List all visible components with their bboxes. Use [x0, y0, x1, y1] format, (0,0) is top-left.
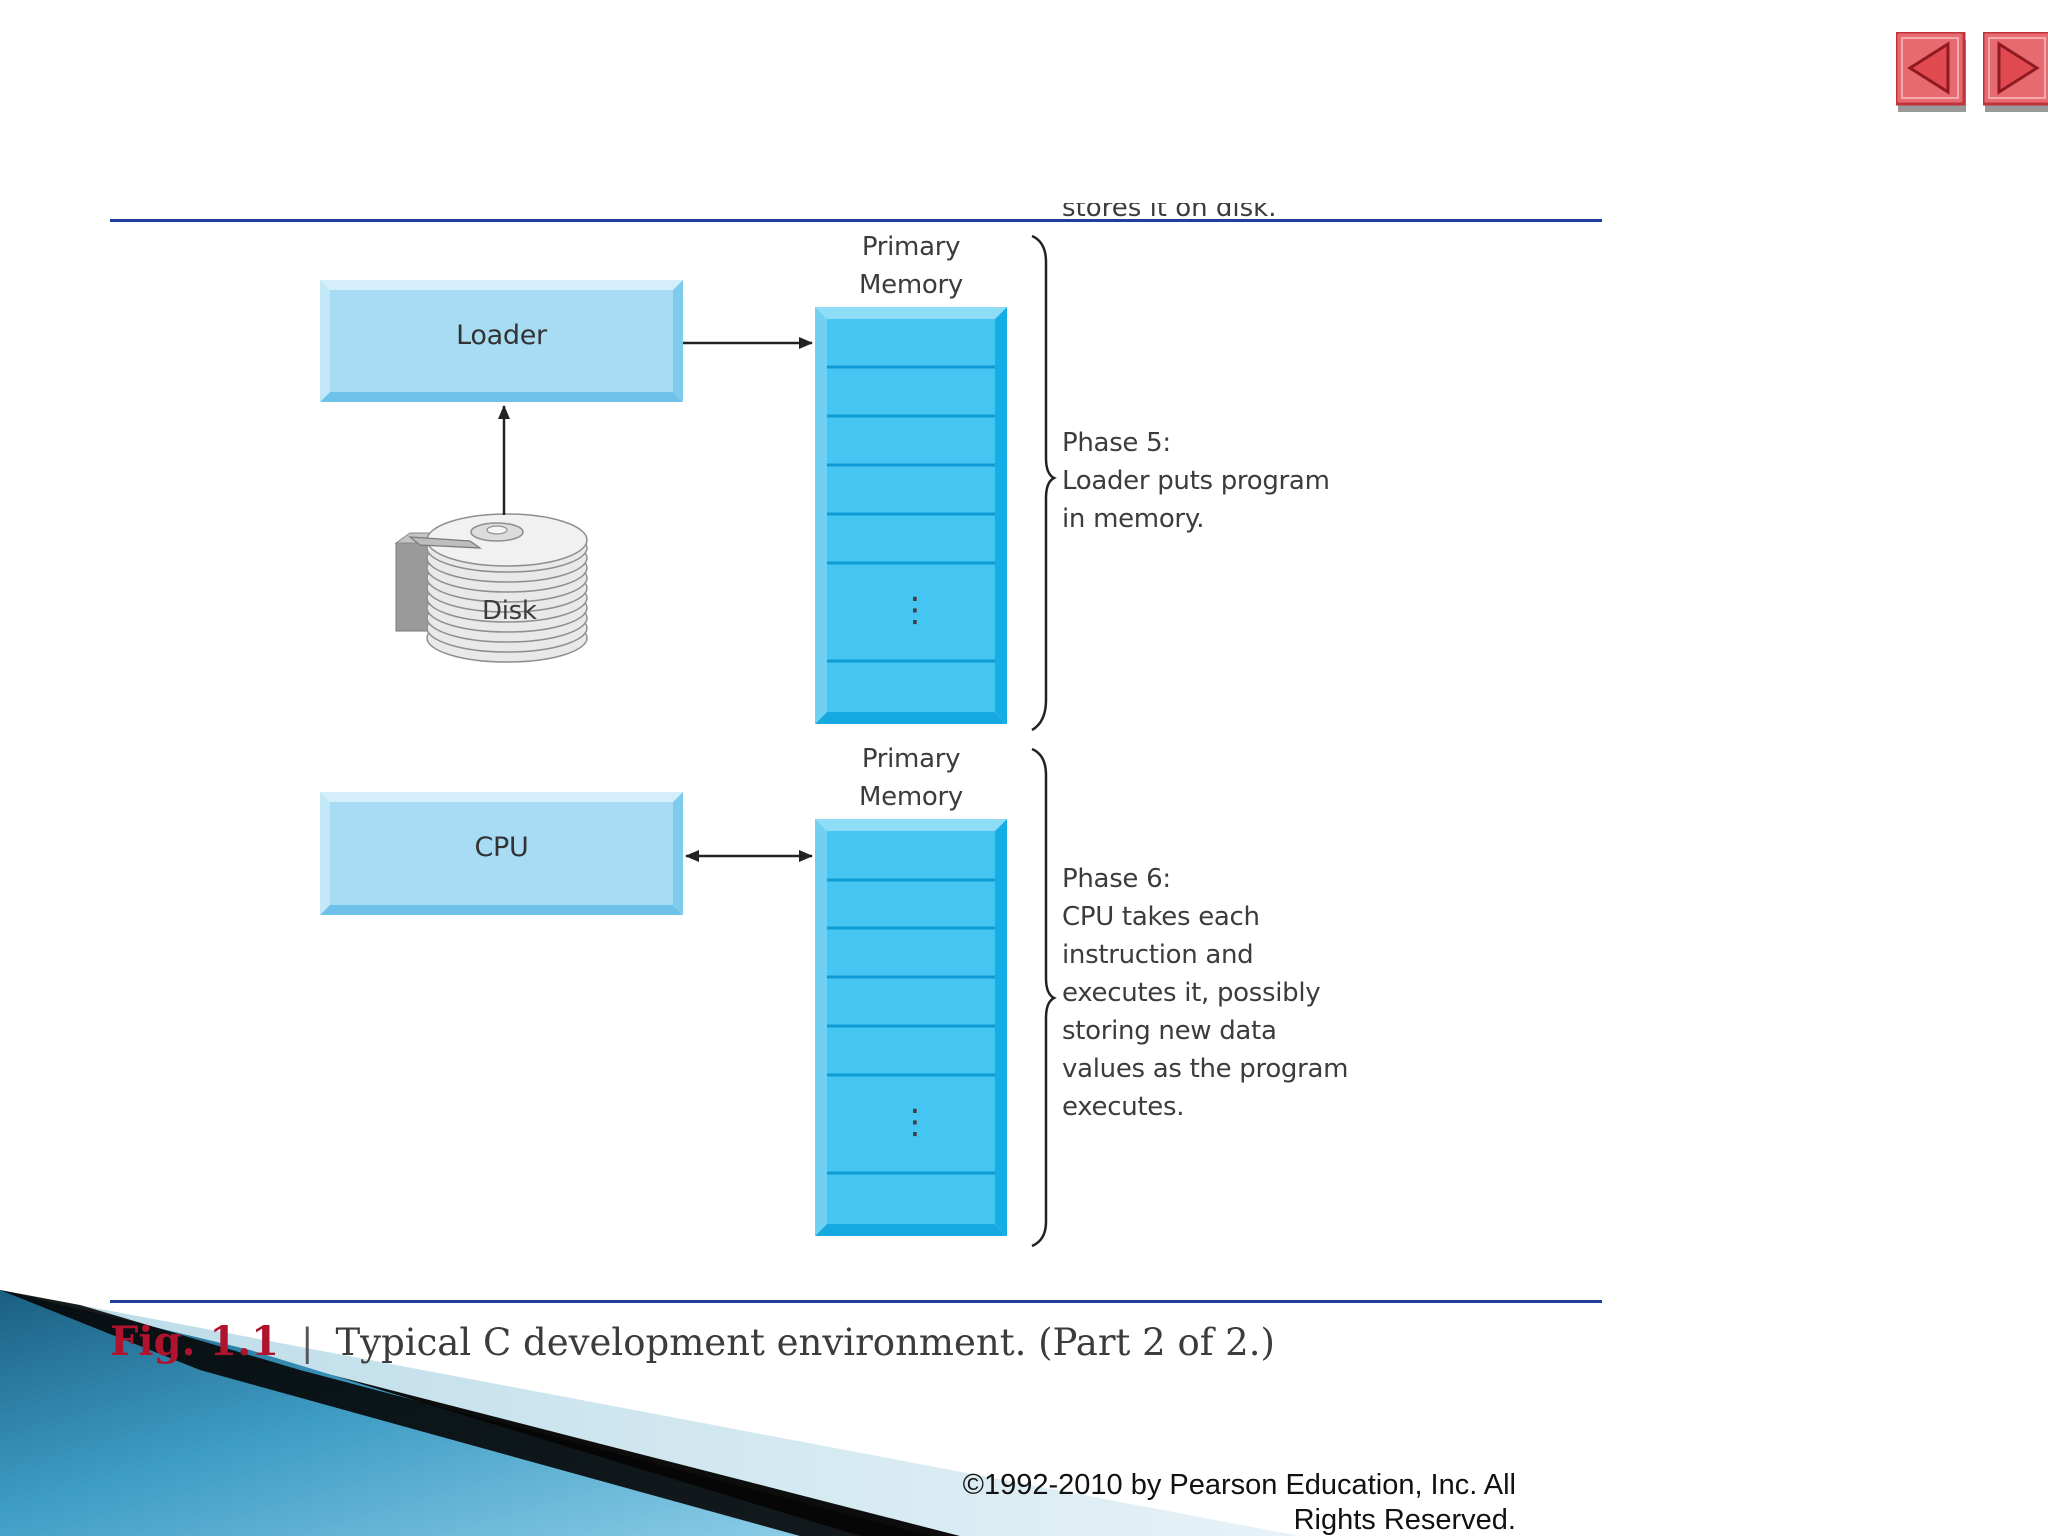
bottom-rule: [110, 1300, 1602, 1303]
memory-label-phase5: Primary Memory: [801, 228, 1021, 304]
phase5-brace: [1031, 234, 1057, 732]
primary-memory-column-1: [815, 307, 1007, 724]
phase6-line: storing new data: [1062, 1016, 1277, 1046]
loader-label: Loader: [456, 320, 547, 351]
memory-label-phase5-line1: Primary: [861, 232, 961, 262]
figure-number: Fig. 1.1: [110, 1318, 280, 1365]
next-slide-button[interactable]: [1981, 30, 2048, 114]
copyright-line2: Rights Reserved.: [1293, 1504, 1516, 1536]
copyright-line1: ©1992-2010 by Pearson Education, Inc. Al…: [962, 1469, 1516, 1501]
cpu-box: [320, 792, 683, 915]
triangle-left-icon: [1894, 30, 1966, 112]
phase6-line: executes.: [1062, 1092, 1185, 1122]
phase6-line: instruction and: [1062, 940, 1254, 970]
caption-separator: |: [301, 1321, 314, 1364]
phase5-line: Loader puts program: [1062, 466, 1330, 496]
phase6-line: Phase 6:: [1062, 864, 1171, 894]
disk-label: Disk: [482, 596, 537, 626]
triangle-right-icon: [1981, 30, 2048, 112]
memory-label-phase6: Primary Memory: [801, 740, 1021, 816]
phase6-line: executes it, possibly: [1062, 978, 1321, 1008]
memory-label-phase6-line2: Memory: [859, 782, 963, 812]
loader-box: [320, 280, 683, 402]
copyright-notice: ©1992-2010 by Pearson Education, Inc. Al…: [800, 1468, 1516, 1538]
memory-label-phase6-line1: Primary: [861, 744, 961, 774]
top-rule: [110, 219, 1602, 222]
phase5-line: Phase 5:: [1062, 428, 1171, 458]
cpu-label: CPU: [474, 832, 529, 863]
memory-label-phase5-line2: Memory: [859, 270, 963, 300]
slide-decoration: [0, 1290, 1300, 1536]
phase5-line: in memory.: [1062, 504, 1205, 534]
primary-memory-column-2: [815, 819, 1007, 1236]
phase5-description: Phase 5: Loader puts program in memory.: [1062, 424, 1330, 538]
caption-text: Typical C development environment. (Part…: [335, 1321, 1275, 1364]
memory-ellipsis-2: ⋮: [898, 1102, 932, 1142]
phase6-line: CPU takes each: [1062, 902, 1260, 932]
cropped-top-text: stores it on disk.: [1062, 203, 1277, 223]
phase6-brace: [1031, 747, 1057, 1248]
prev-slide-button[interactable]: [1894, 30, 1968, 114]
disk-icon: [394, 513, 588, 663]
figure-caption: Fig. 1.1 | Typical C development environ…: [110, 1318, 1275, 1365]
memory-ellipsis-1: ⋮: [898, 590, 932, 630]
phase6-description: Phase 6: CPU takes each instruction and …: [1062, 860, 1349, 1126]
phase6-line: values as the program: [1062, 1054, 1349, 1084]
